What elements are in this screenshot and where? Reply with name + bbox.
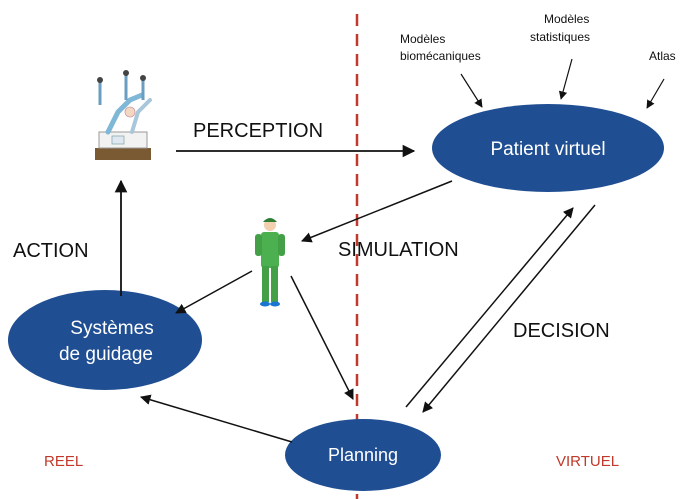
- arrow-planning-to-patient: [405, 207, 574, 408]
- label-action: ACTION: [13, 240, 89, 262]
- label-modeles-biomecaniques-2: biomécaniques: [400, 49, 481, 63]
- arrow-surgeon-to-planning: [290, 275, 354, 400]
- arrow-patient-to-surgeon: [301, 180, 453, 243]
- arrow-statistiques: [558, 58, 573, 100]
- systemes-de-guidage-node: [8, 290, 202, 390]
- planning-node: [285, 419, 441, 491]
- arrow-surgeon-to-systemes: [175, 270, 253, 314]
- patient-virtuel-label: Patient virtuel: [490, 139, 605, 160]
- surgical-robot-icon: [95, 70, 152, 160]
- label-virtuel: VIRTUEL: [556, 453, 619, 470]
- label-reel: REEL: [44, 453, 83, 470]
- label-modeles-statistiques-1: Modèles: [544, 12, 589, 26]
- label-atlas: Atlas: [649, 49, 676, 63]
- label-modeles-biomecaniques-1: Modèles: [400, 32, 445, 46]
- systemes-label-line2: de guidage: [59, 344, 153, 365]
- systemes-label-line1: Systèmes: [70, 318, 153, 339]
- arrow-biomecaniques: [460, 73, 483, 108]
- label-perception: PERCEPTION: [193, 120, 323, 142]
- label-modeles-statistiques-2: statistiques: [530, 30, 590, 44]
- label-simulation: SIMULATION: [338, 239, 459, 261]
- planning-label: Planning: [328, 445, 398, 465]
- patient-virtuel-node: [432, 104, 664, 192]
- arrow-planning-to-systemes: [139, 394, 293, 443]
- surgeon-icon: [255, 218, 285, 307]
- arrow-patient-to-planning: [422, 204, 596, 413]
- arrow-atlas: [646, 78, 665, 109]
- label-decision: DECISION: [513, 320, 610, 342]
